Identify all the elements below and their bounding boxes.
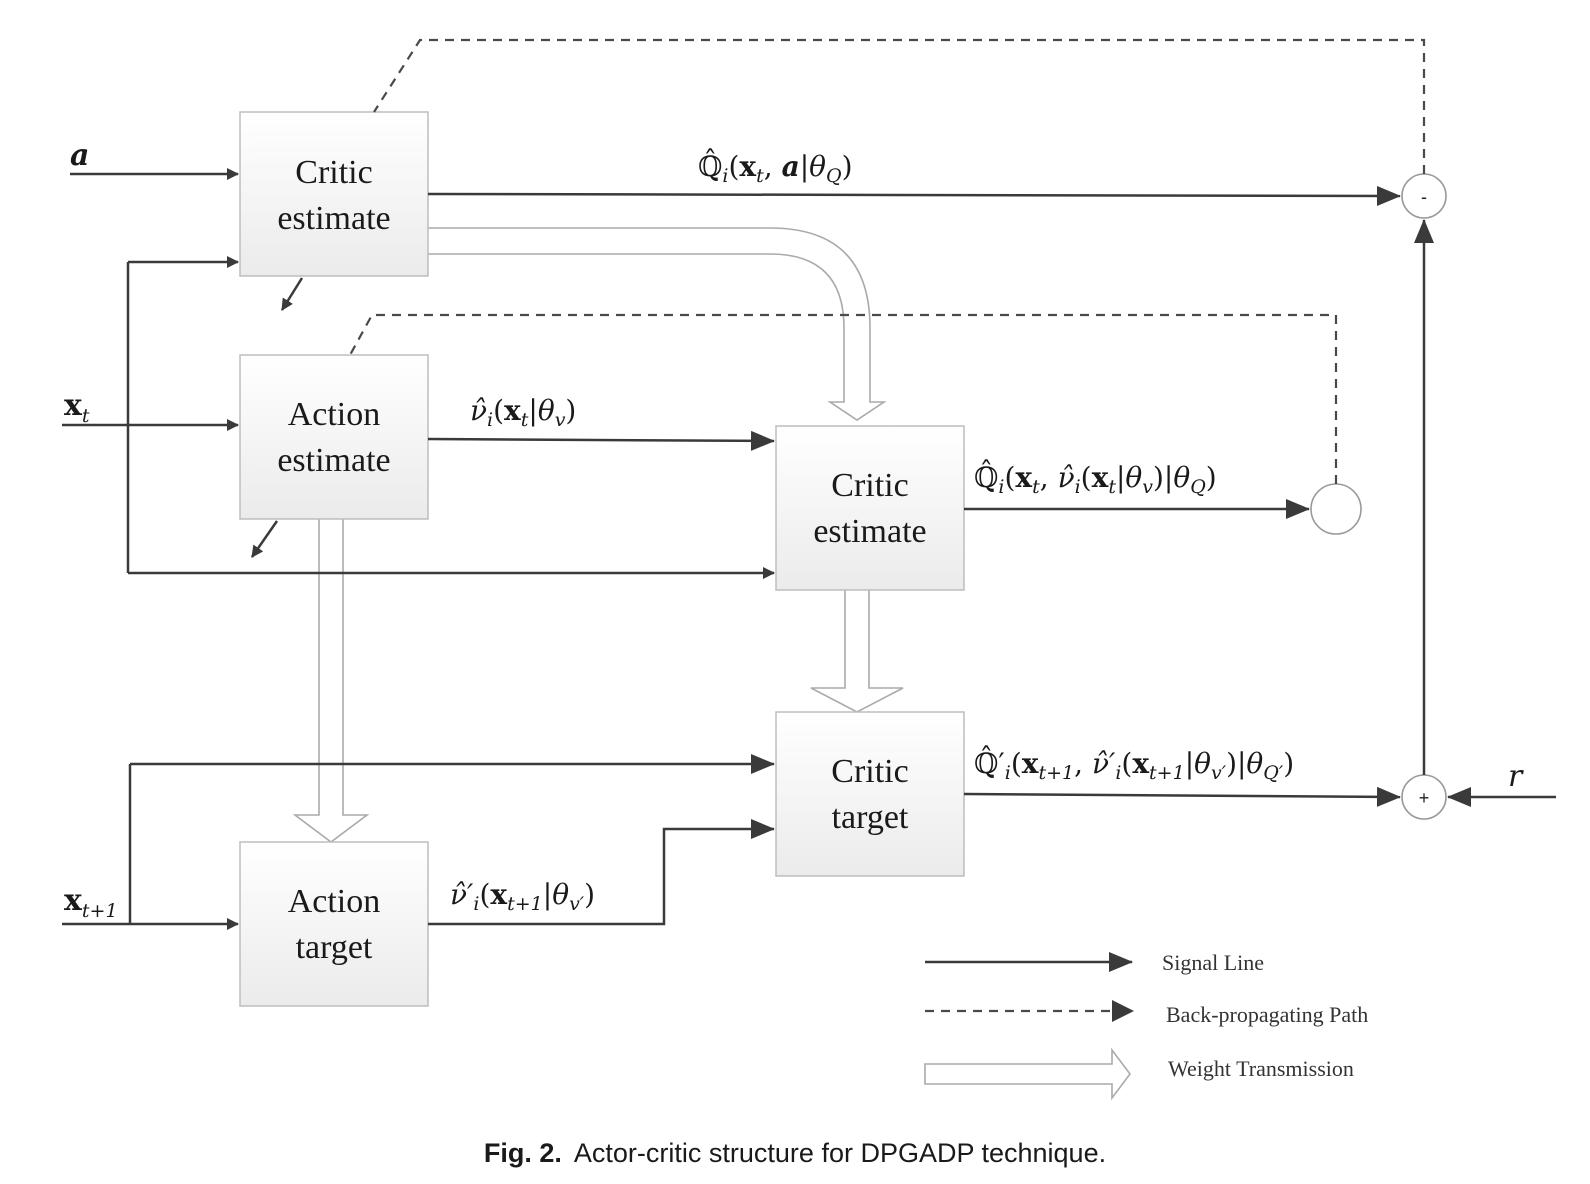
caption-label: Fig. 2.	[484, 1138, 562, 1168]
plus-sign: +	[1419, 788, 1430, 808]
update-arrow-action-estimate	[250, 520, 279, 558]
input-label-a: a	[70, 138, 89, 173]
input-label-xt: xt	[64, 388, 90, 427]
legend-weight-sample	[924, 1047, 1131, 1101]
label-q-estimate: ℚ̂i(xt, a|θQ)	[698, 149, 853, 187]
critic-estimate-top-box: Critic estimate	[239, 111, 429, 277]
summing-junction-minus: -	[1401, 173, 1447, 219]
signal-v-est-to-critic-mid	[427, 430, 775, 451]
signal-q-est-to-minus	[427, 185, 1401, 206]
critic-estimate-top-line1: Critic	[295, 154, 372, 191]
figure-caption: Fig. 2. Actor-critic structure for DPGADP…	[484, 1138, 1106, 1168]
backprop-path-mid	[349, 313, 1338, 484]
weight-transmission-critic-mid-to-target	[810, 585, 904, 713]
update-arrow-critic-top	[280, 277, 304, 311]
label-q-target: ℚ̂′i(xt+1, ν̂′i(xt+1|θv′)|θQ′)	[974, 746, 1294, 784]
caption-text: Actor-critic structure for DPGADP techni…	[574, 1138, 1106, 1168]
action-target-box: Action target	[239, 841, 429, 1007]
legend-signal-line-label: Signal Line	[1162, 950, 1264, 975]
critic-estimate-mid-line1: Critic	[831, 467, 908, 504]
action-target-line1: Action	[288, 883, 381, 920]
weight-transmission-action-est-to-target	[292, 511, 370, 843]
legend: Signal Line Back-propagating Path Weight…	[924, 950, 1368, 1101]
label-v-target: ν̂′i(xt+1|θv′)	[450, 878, 595, 915]
input-label-r: r	[1508, 759, 1524, 794]
critic-estimate-mid-line2: estimate	[813, 513, 926, 550]
weight-transmission-critic-top-to-mid	[419, 227, 887, 421]
critic-target-line1: Critic	[831, 753, 908, 790]
action-estimate-line1: Action	[288, 396, 381, 433]
action-estimate-box: Action estimate	[239, 354, 429, 520]
junction-circle-mid	[1310, 483, 1362, 535]
critic-target-line2: target	[832, 799, 909, 836]
backprop-path-top	[373, 38, 1426, 174]
critic-estimate-top-line2: estimate	[277, 200, 390, 237]
label-v-estimate: ν̂i(xt|θv)	[470, 394, 576, 431]
legend-weight-label: Weight Transmission	[1168, 1056, 1354, 1081]
summing-junction-plus: +	[1401, 774, 1447, 820]
signal-v-target-to-critic-target	[428, 819, 775, 926]
input-label-xt1: xt+1	[64, 883, 118, 922]
critic-target-box: Critic target	[775, 711, 965, 877]
signal-q-target-to-plus	[963, 786, 1401, 807]
critic-estimate-mid-box: Critic estimate	[775, 425, 965, 591]
action-target-line2: target	[296, 929, 373, 966]
action-estimate-line2: estimate	[277, 442, 390, 479]
label-q-estimate-mid: ℚ̂i(xt, ν̂i(xt|θv)|θQ)	[974, 460, 1217, 498]
legend-backprop-label: Back-propagating Path	[1166, 1002, 1368, 1027]
legend-backprop-arrowhead	[1112, 1000, 1134, 1022]
minus-sign: -	[1421, 187, 1427, 207]
